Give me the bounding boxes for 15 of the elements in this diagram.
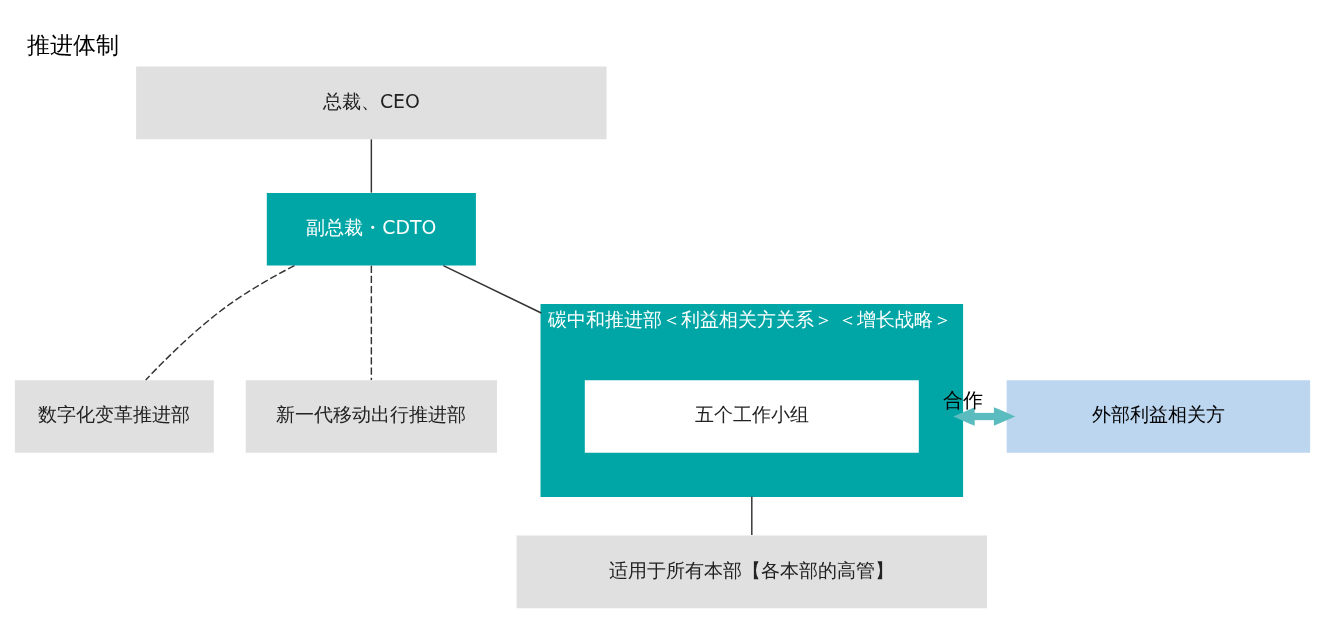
node-box: 数字化变革推进部 (14, 379, 214, 453)
node-box: 适用于所有本部【各本部的高管】 (516, 535, 988, 608)
connector (751, 495, 753, 536)
node-box: 新一代移动出行推进部 (245, 379, 497, 453)
connector (442, 264, 542, 314)
connector (145, 264, 296, 381)
edge-label: 合作 (942, 387, 983, 412)
node-box: 外部利益相关方 (1006, 379, 1311, 453)
node-box: 总裁、CEO (136, 66, 607, 139)
diagram-title: 推进体制 (26, 30, 119, 58)
node-box: 副总裁・CDTO (266, 192, 476, 265)
connector (370, 264, 373, 381)
arrow (953, 406, 1016, 426)
node-box: 五个工作小组 (584, 379, 919, 453)
connector (370, 138, 373, 193)
